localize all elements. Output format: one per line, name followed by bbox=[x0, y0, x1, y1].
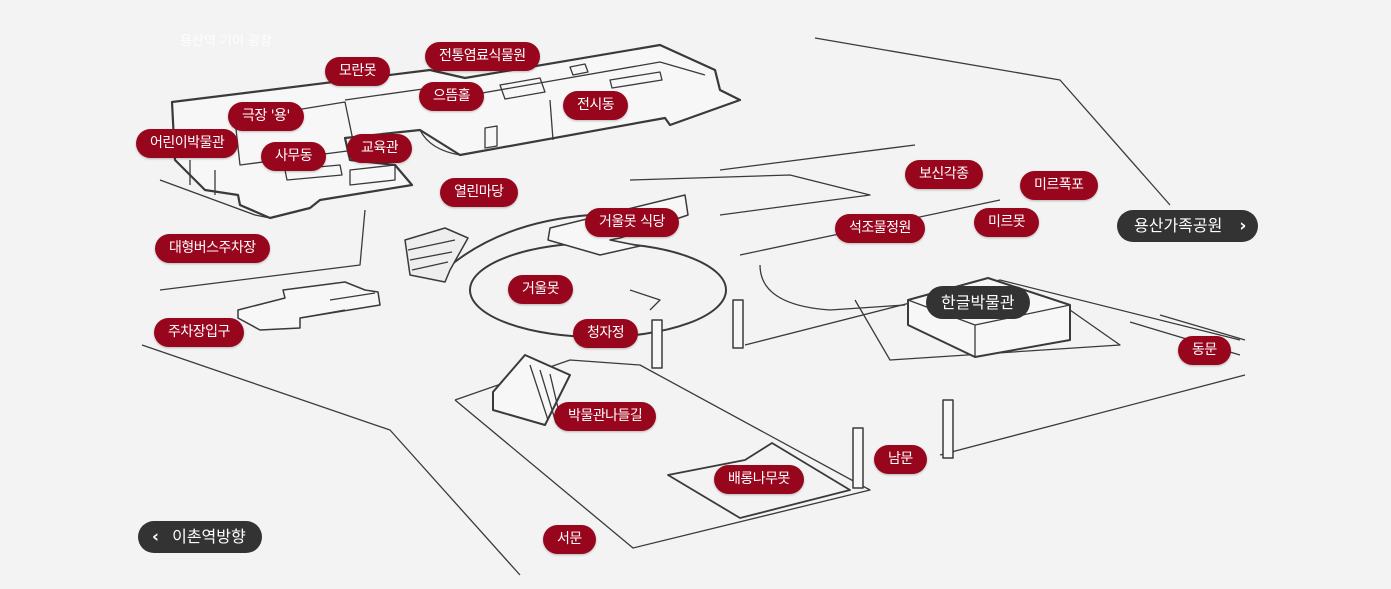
pillar bbox=[651, 319, 663, 369]
label-stone-garden[interactable]: 석조물정원 bbox=[835, 214, 925, 243]
label-west-gate[interactable]: 서문 bbox=[543, 525, 596, 554]
hangeul-museum-label[interactable]: 한글박물관 bbox=[926, 286, 1030, 319]
building-inner bbox=[499, 77, 546, 100]
label-bell[interactable]: 보신각종 bbox=[905, 160, 983, 189]
pillar bbox=[852, 427, 864, 489]
road-line bbox=[629, 289, 661, 311]
pillar bbox=[732, 299, 744, 349]
yongsan-park-button[interactable]: 용산가족공원 › bbox=[1117, 210, 1259, 242]
building-inner bbox=[159, 179, 271, 219]
label-office[interactable]: 사무동 bbox=[261, 142, 327, 171]
building-inner bbox=[484, 125, 498, 149]
label-education[interactable]: 교육관 bbox=[347, 134, 413, 163]
road-line bbox=[744, 279, 1241, 346]
road-line bbox=[939, 374, 1246, 456]
label-moranmot[interactable]: 모란못 bbox=[325, 57, 391, 86]
road-line bbox=[719, 144, 916, 171]
top-caption: 용산역 기이 광장 bbox=[180, 34, 272, 49]
label-dye-garden[interactable]: 전통염료식물원 bbox=[425, 42, 540, 71]
chevron-left-icon: ‹ bbox=[152, 527, 160, 547]
parking-pavilion bbox=[299, 292, 376, 319]
label-bus-parking[interactable]: 대형버스주차장 bbox=[155, 234, 270, 263]
pillar bbox=[942, 399, 954, 459]
label-eutteumhol[interactable]: 으뜸홀 bbox=[419, 82, 485, 111]
label-south-gate[interactable]: 남문 bbox=[874, 445, 927, 474]
label-mirror-restaurant[interactable]: 거울못 식당 bbox=[585, 208, 679, 237]
building-inner bbox=[349, 164, 396, 186]
label-east-gate[interactable]: 동문 bbox=[1178, 336, 1231, 365]
label-cheongja[interactable]: 청자정 bbox=[573, 319, 639, 348]
road-line bbox=[141, 344, 521, 576]
road-line bbox=[759, 264, 906, 311]
label-baerong[interactable]: 배롱나무못 bbox=[714, 465, 804, 494]
label-theater[interactable]: 극장 '용' bbox=[228, 102, 304, 131]
main-building bbox=[170, 43, 742, 220]
building-inner bbox=[549, 99, 554, 141]
label-children-museum[interactable]: 어린이박물관 bbox=[136, 129, 239, 158]
road-line bbox=[814, 37, 1171, 206]
building-inner bbox=[419, 129, 461, 156]
building-inner bbox=[569, 63, 589, 76]
pond-edge bbox=[444, 214, 591, 271]
baerong-pond bbox=[667, 442, 851, 519]
label-exhibition[interactable]: 전시동 bbox=[563, 91, 629, 120]
label-open-yard[interactable]: 열린마당 bbox=[440, 178, 518, 207]
road-line bbox=[159, 209, 366, 291]
ichon-station-label: 이촌역방향 bbox=[172, 527, 246, 546]
label-mirror-pond[interactable]: 거울못 bbox=[508, 275, 574, 304]
chevron-right-icon: › bbox=[1239, 216, 1247, 236]
building-inner bbox=[609, 71, 663, 89]
label-parking-entrance[interactable]: 주차장입구 bbox=[154, 318, 244, 347]
label-mirr-pond[interactable]: 미르못 bbox=[974, 208, 1040, 237]
road-line bbox=[1159, 314, 1246, 341]
amphitheater bbox=[407, 239, 456, 271]
yongsan-park-label: 용산가족공원 bbox=[1134, 216, 1223, 235]
label-museum-path[interactable]: 박물관나들길 bbox=[554, 402, 657, 431]
label-mirr-falls[interactable]: 미르폭포 bbox=[1020, 171, 1098, 200]
parking-pavilion bbox=[237, 281, 381, 331]
ichon-station-button[interactable]: ‹ 이촌역방향 bbox=[138, 521, 262, 553]
road-line bbox=[629, 174, 871, 216]
